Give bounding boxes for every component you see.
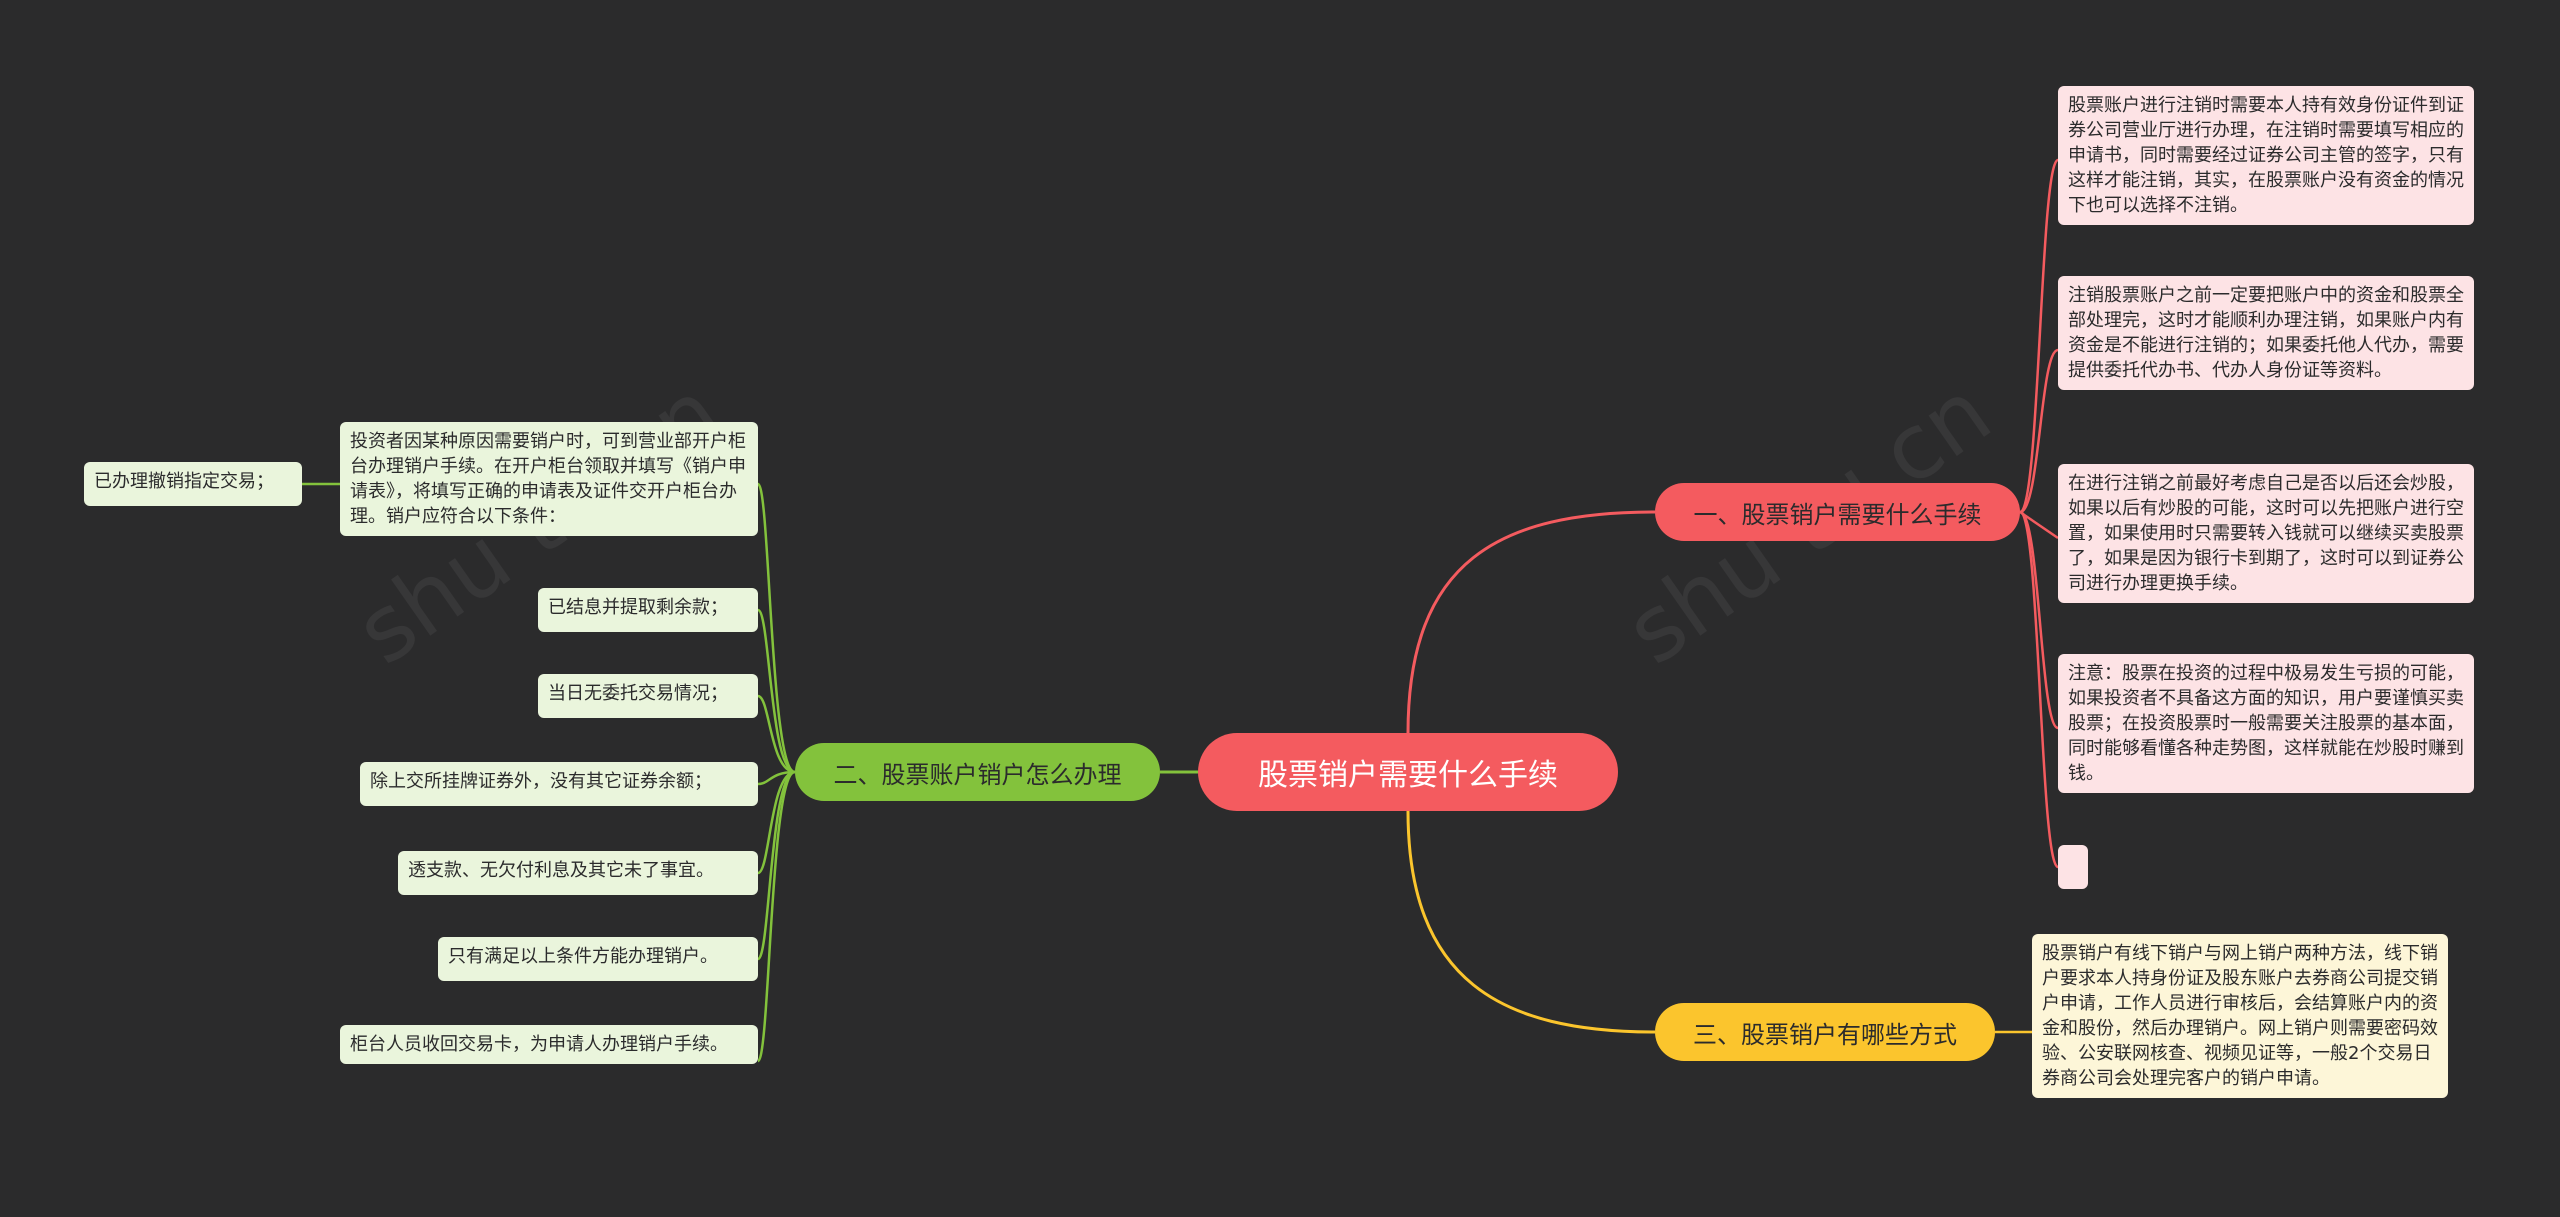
root-node[interactable]: 股票销户需要什么手续 <box>1198 733 1618 811</box>
leaf-b2-7[interactable]: 柜台人员收回交易卡，为申请人办理销户手续。 <box>340 1025 758 1064</box>
leaf-b2-6[interactable]: 只有满足以上条件方能办理销户。 <box>438 937 758 981</box>
branch-label: 三、股票销户有哪些方式 <box>1693 1020 1957 1049</box>
branch-node-3[interactable]: 三、股票销户有哪些方式 <box>1655 1003 1995 1061</box>
leaf-b2-2[interactable]: 已结息并提取剩余款； <box>538 588 758 632</box>
leaf-b1-3[interactable]: 在进行注销之前最好考虑自己是否以后还会炒股，如果以后有炒股的可能，这时可以先把账… <box>2058 464 2474 603</box>
leaf-b1-1[interactable]: 股票账户进行注销时需要本人持有效身份证件到证券公司营业厅进行办理，在注销时需要填… <box>2058 86 2474 225</box>
branch-node-1[interactable]: 一、股票销户需要什么手续 <box>1655 483 2020 541</box>
branch-node-2[interactable]: 二、股票账户销户怎么办理 <box>795 743 1160 801</box>
branch-label: 二、股票账户销户怎么办理 <box>833 760 1122 789</box>
leaf-b2-3[interactable]: 当日无委托交易情况； <box>538 674 758 718</box>
root-label: 股票销户需要什么手续 <box>1258 758 1558 793</box>
leaf-b3-1[interactable]: 股票销户有线下销户与网上销户两种方法，线下销户要求本人持身份证及股东账户去券商公… <box>2032 934 2448 1098</box>
leaf-b2-sub[interactable]: 已办理撤销指定交易； <box>84 462 302 506</box>
leaf-b2-5[interactable]: 透支款、无欠付利息及其它未了事宜。 <box>398 851 758 895</box>
leaf-b1-5-empty[interactable] <box>2058 845 2088 889</box>
leaf-b2-4[interactable]: 除上交所挂牌证券外，没有其它证券余额； <box>360 762 758 806</box>
branch-label: 一、股票销户需要什么手续 <box>1693 500 1982 529</box>
leaf-b1-2[interactable]: 注销股票账户之前一定要把账户中的资金和股票全部处理完，这时才能顺利办理注销，如果… <box>2058 276 2474 390</box>
link-root-b3 <box>1406 810 1656 1034</box>
links-b1 <box>2018 158 2060 869</box>
links-b2 <box>302 482 796 1063</box>
link-root-b1 <box>1406 510 1656 734</box>
leaf-b2-1[interactable]: 投资者因某种原因需要销户时，可到营业部开户柜台办理销户手续。在开户柜台领取并填写… <box>340 422 758 536</box>
leaf-b1-4[interactable]: 注意：股票在投资的过程中极易发生亏损的可能，如果投资者不具备这方面的知识，用户要… <box>2058 654 2474 793</box>
